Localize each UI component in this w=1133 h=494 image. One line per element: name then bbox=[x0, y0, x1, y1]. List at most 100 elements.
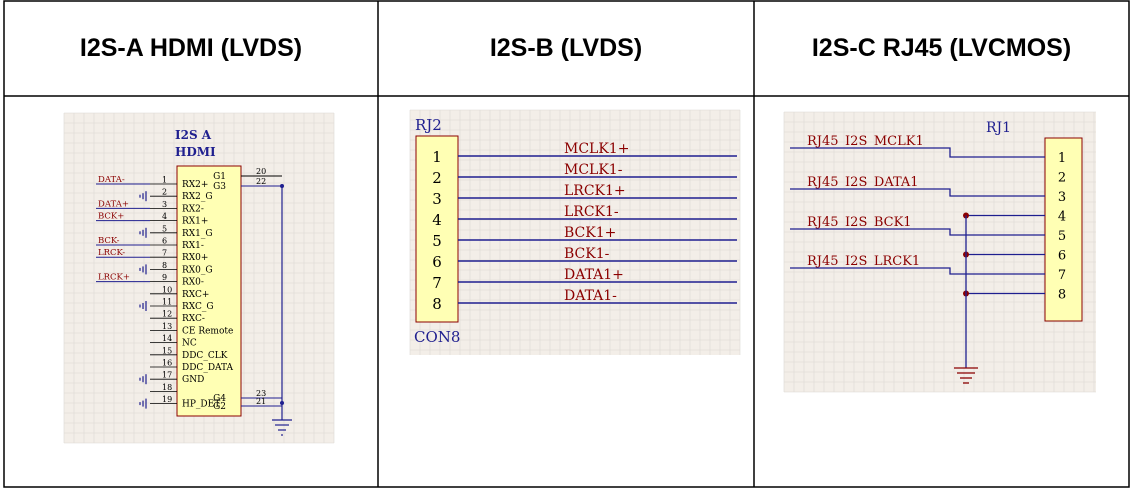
pin-name: RX2_G bbox=[182, 192, 213, 202]
net-wire bbox=[790, 228, 1045, 236]
pin-name: RXC- bbox=[182, 314, 205, 324]
net-wire bbox=[790, 267, 1045, 275]
net-label: BCK1+ bbox=[564, 225, 616, 241]
pin-name: RX1+ bbox=[182, 217, 208, 227]
pin-name: RXC_G bbox=[182, 302, 214, 312]
net-label: BCK1- bbox=[564, 246, 610, 262]
pin-number: 8 bbox=[1058, 288, 1066, 303]
rj2-designator: RJ2 bbox=[415, 116, 442, 134]
pin-number: 12 bbox=[162, 310, 172, 319]
pin-name: RX1_G bbox=[182, 229, 213, 239]
pin-name: DDC_CLK bbox=[182, 351, 228, 361]
pin-name: RX2+ bbox=[182, 180, 208, 190]
net-label: RJ45_I2S_DATA1 bbox=[807, 175, 919, 190]
pin-number: 8 bbox=[162, 261, 167, 270]
pin-number: 19 bbox=[162, 395, 172, 404]
net-label: LRCK+ bbox=[98, 273, 130, 283]
panel-a-title-line1: I2S A bbox=[175, 128, 212, 142]
net-label: DATA+ bbox=[98, 199, 129, 209]
pin-number: 21 bbox=[256, 397, 266, 406]
pin-number: 16 bbox=[162, 359, 172, 368]
pin-number: 23 bbox=[256, 389, 266, 398]
header-i2s-b: I2S-B (LVDS) bbox=[489, 33, 643, 62]
pin-name: NC bbox=[182, 339, 197, 349]
net-label: BCK+ bbox=[98, 212, 124, 222]
pin-number: 13 bbox=[162, 322, 172, 331]
pin-number: 4 bbox=[1058, 210, 1066, 225]
net-label: RJ45_I2S_MCLK1 bbox=[807, 134, 924, 149]
table-grid-lines bbox=[3, 0, 1130, 488]
pin-number: 6 bbox=[1058, 249, 1066, 264]
net-label: DATA1+ bbox=[564, 267, 624, 283]
rj1-designator: RJ1 bbox=[986, 120, 1011, 136]
con8-part-label: CON8 bbox=[414, 328, 460, 346]
panel-c-rj45-schematic: RJ1 1 2 3 4 5 6 7 8 RJ45_I2S_MCLK1RJ45_I2S_DATA1… bbox=[783, 111, 1096, 393]
junction-dot bbox=[280, 401, 284, 405]
pin-number: 2 bbox=[432, 169, 442, 187]
net-label: RJ45_I2S_LRCK1 bbox=[807, 254, 920, 269]
pin-number: 22 bbox=[256, 177, 266, 186]
pin-number: 1 bbox=[432, 148, 442, 166]
pin-number: 6 bbox=[432, 253, 442, 271]
panel-b-background bbox=[410, 110, 740, 355]
pin-number: 3 bbox=[432, 190, 442, 208]
pin-number: 18 bbox=[162, 383, 172, 392]
pin-name: DDC_DATA bbox=[182, 363, 234, 373]
pin-number: 8 bbox=[432, 295, 442, 313]
pin-name: RX0_G bbox=[182, 265, 213, 275]
pin-number: 5 bbox=[432, 232, 442, 250]
net-label: MCLK1+ bbox=[564, 141, 629, 157]
pin-number: 3 bbox=[1058, 190, 1066, 205]
pin-name: RX1- bbox=[182, 241, 204, 251]
net-label: LRCK- bbox=[98, 248, 125, 258]
pin-name: G1 bbox=[213, 172, 226, 182]
pin-number: 7 bbox=[1058, 268, 1066, 283]
pin-number: 7 bbox=[162, 249, 167, 258]
pin-number: 5 bbox=[162, 224, 167, 233]
pin-number: 9 bbox=[162, 273, 167, 282]
pin-name: G4 bbox=[213, 394, 226, 404]
pin-number: 10 bbox=[162, 285, 172, 294]
pin-number: 2 bbox=[1058, 171, 1066, 186]
net-label: DATA- bbox=[98, 175, 125, 185]
pin-number: 17 bbox=[162, 371, 172, 380]
hdmi-connector-body bbox=[176, 165, 242, 417]
pin-name: GND bbox=[182, 375, 204, 385]
net-label: BCK- bbox=[98, 236, 120, 246]
pin-number: 15 bbox=[162, 346, 172, 355]
net-label: LRCK1+ bbox=[564, 183, 626, 199]
header-i2s-a: I2S-A HDMI (LVDS) bbox=[79, 33, 303, 62]
pin-number: 4 bbox=[162, 212, 167, 221]
pin-name: RX0- bbox=[182, 278, 204, 288]
net-label: RJ45_I2S_BCK1 bbox=[807, 215, 912, 230]
pin-name: CE Remote bbox=[182, 326, 233, 336]
net-label: LRCK1- bbox=[564, 204, 619, 220]
rj45-connector-body bbox=[1044, 137, 1083, 322]
pin-number: 14 bbox=[162, 334, 172, 343]
pin-name: RXC+ bbox=[182, 290, 209, 300]
pin-number: 4 bbox=[432, 211, 442, 229]
panel-a-title-line2: HDMI bbox=[175, 145, 216, 159]
pin-number: 20 bbox=[256, 167, 266, 176]
pin-name: G2 bbox=[213, 402, 226, 412]
header-i2s-c: I2S-C RJ45 (LVCMOS) bbox=[811, 33, 1072, 62]
con8-connector-body bbox=[415, 135, 459, 323]
net-wire bbox=[790, 147, 1045, 158]
net-wire bbox=[790, 188, 1045, 197]
pin-number: 3 bbox=[162, 200, 167, 209]
net-label: DATA1- bbox=[564, 288, 617, 304]
pin-number: 7 bbox=[432, 274, 442, 292]
pin-number: 6 bbox=[162, 237, 167, 246]
pin-number: 5 bbox=[1058, 229, 1066, 244]
pin-number: 1 bbox=[162, 176, 167, 185]
junction-dot bbox=[280, 184, 284, 188]
pin-name: HP_DET bbox=[182, 400, 220, 410]
pin-number: 1 bbox=[1058, 151, 1066, 166]
pin-name: RX0+ bbox=[182, 253, 208, 263]
ground-symbol bbox=[272, 419, 292, 436]
pin-number: 11 bbox=[162, 298, 172, 307]
pin-name: RX2- bbox=[182, 204, 204, 214]
